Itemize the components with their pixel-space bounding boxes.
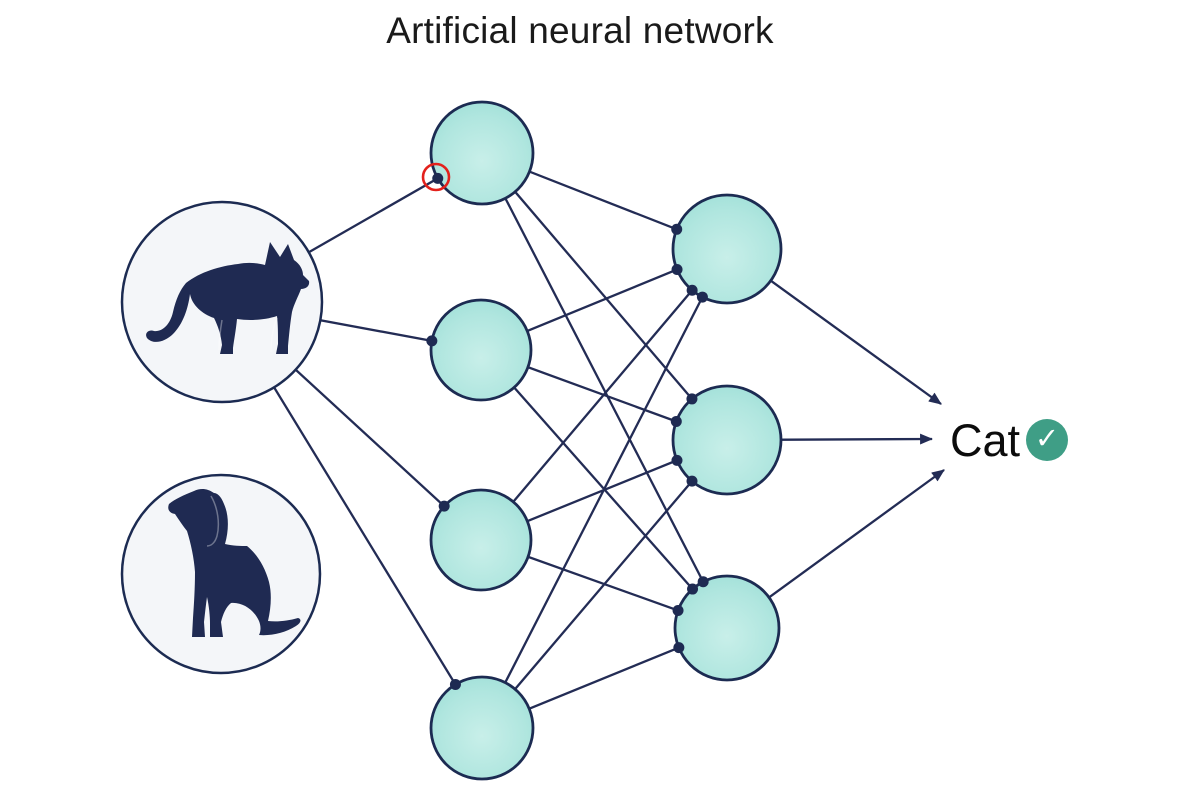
output-label: Cat: [950, 414, 1021, 466]
dog-silhouette-detail: [206, 495, 220, 547]
connection-hidden-output: [480, 248, 728, 541]
connection-dot: [686, 284, 698, 296]
connection-dot: [672, 604, 684, 616]
connection-dot: [696, 291, 708, 303]
connection-dot: [686, 393, 698, 405]
cat-silhouette-icon: [146, 242, 310, 354]
cat-silhouette-group: [146, 242, 310, 354]
diagram-title: Artificial neural network: [386, 10, 774, 51]
hidden-neuron: [429, 298, 533, 402]
hidden-neuron: [429, 100, 535, 206]
connection-dot: [449, 678, 461, 690]
connection-dot: [671, 454, 683, 466]
classification-result: Cat ✓: [950, 413, 1069, 467]
connection-dot: [426, 335, 438, 347]
output-neuron: [673, 574, 781, 682]
checkmark-badge: ✓: [1026, 419, 1069, 461]
hidden-neuron: [429, 488, 533, 592]
connection-hidden-output: [480, 248, 729, 729]
connection-dot: [671, 223, 683, 235]
output-neuron: [671, 384, 783, 496]
connection-dot: [673, 642, 685, 654]
connection-dot: [670, 415, 682, 427]
dog-silhouette-icon: [168, 488, 301, 637]
dog-silhouette-group: [168, 488, 301, 637]
connection-dot: [432, 172, 444, 184]
connection-hidden-output: [481, 439, 728, 729]
cat-silhouette-detail: [270, 317, 278, 353]
connection-dot: [697, 576, 709, 588]
connection-hidden-output: [480, 152, 729, 629]
connection-dot: [687, 583, 699, 595]
connection-dot: [686, 475, 698, 487]
hidden-neuron: [429, 675, 535, 781]
output-neuron: [671, 193, 783, 305]
connection-dot: [438, 500, 450, 512]
checkmark-icon: ✓: [1034, 422, 1060, 455]
connection-dot: [671, 264, 683, 276]
connection-hidden-output: [481, 152, 728, 441]
cat-silhouette-detail: [218, 319, 223, 351]
highlight-circle: [421, 162, 451, 192]
